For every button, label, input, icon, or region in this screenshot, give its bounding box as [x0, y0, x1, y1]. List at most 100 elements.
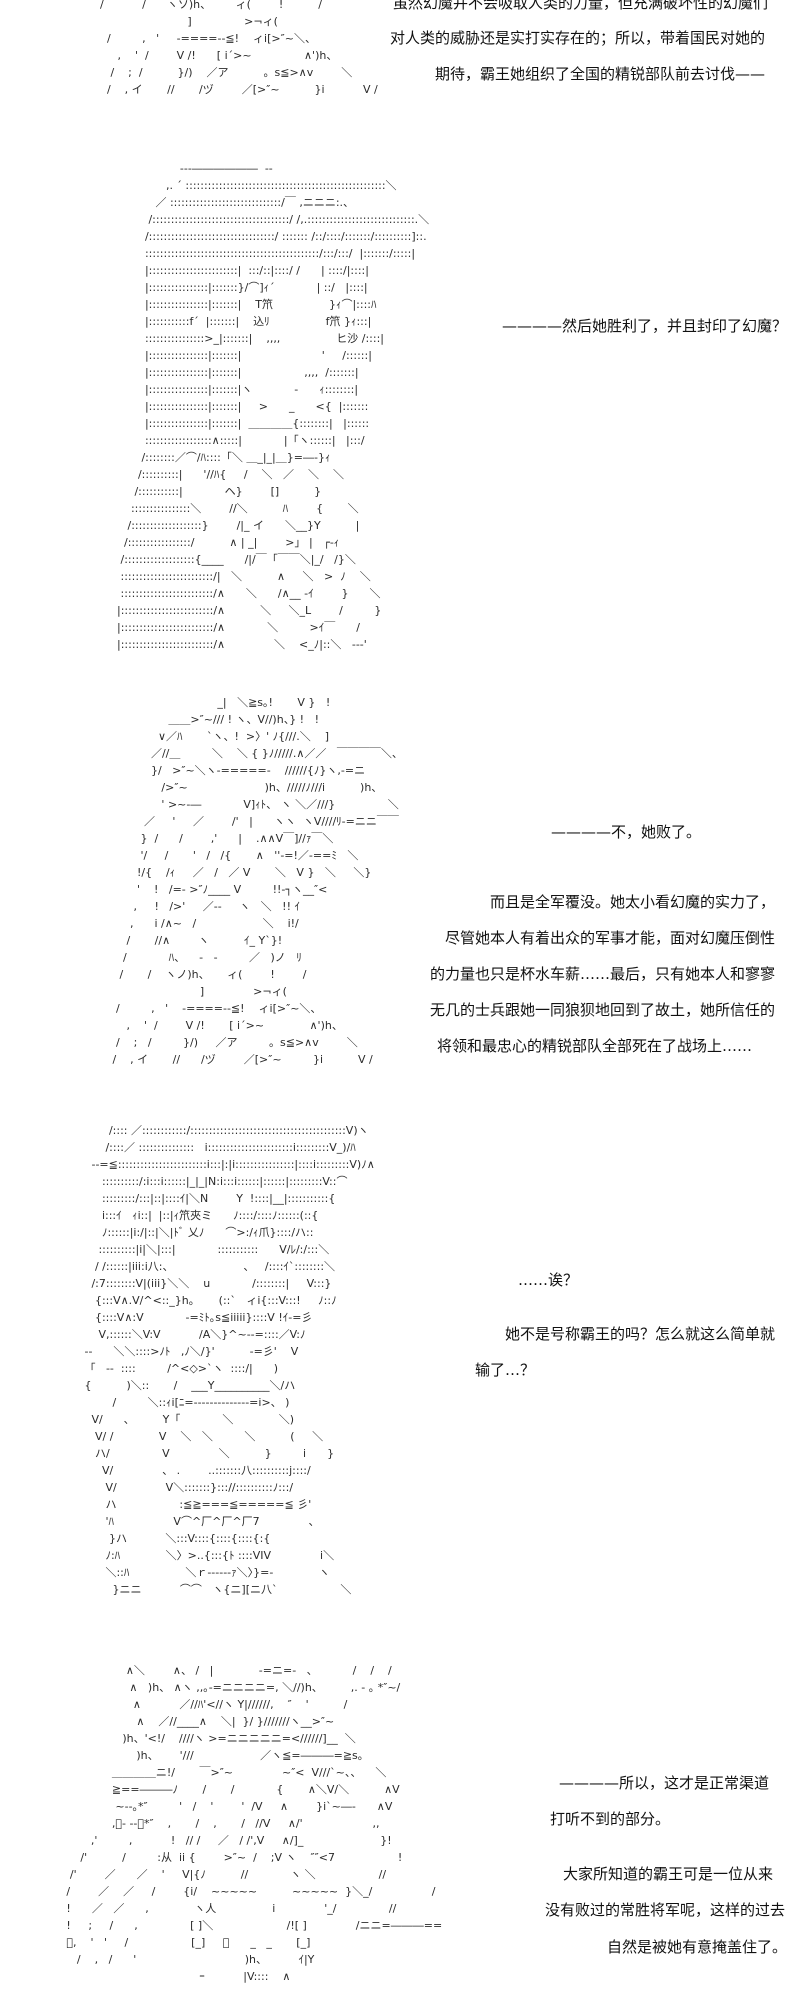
ascii-art-row: _| ＼≧s｡! V } ! [95, 696, 331, 709]
narration-line: ……诶？ [518, 1271, 579, 1289]
ascii-art-row: , ' / V /! [ i´>~ ∧')h、 [95, 1019, 343, 1032]
ascii-art-row: }ハ ＼:::V::::{::::{::::{:{ [60, 1532, 271, 1545]
ascii-art-row: ﾉ::::::|i:/|::|＼|ﾄﾞ 乂ﾉ ⌒>:/ｨ爪}::::/ハ:: [60, 1226, 314, 1239]
ascii-art-row: ::::::::::::::::＼ //＼ ﾊ { ＼ [110, 502, 359, 515]
ascii-art-row: ｰ |V:::: ∧ [0, 1970, 291, 1983]
ascii-art-row: / , / ' )h、 ｲ|Y [0, 1953, 315, 1966]
ascii-art-row: / , ' -====--≦! ィi[>″~＼、 [95, 1002, 322, 1015]
ascii-art-row: ' ! /=- >″ﾉ____ V !!-┐ヽ__″< [95, 883, 328, 896]
narration-line: 尽管她本人有着出众的军事才能，面对幻魔压倒性 [445, 929, 776, 947]
ascii-art-row: ハ :≦≧===≦=====≦ 彡' [60, 1498, 312, 1511]
ascii-art-row: /::::::::::| '//ﾊ{ / ＼ ／ ＼ ＼ [110, 468, 344, 481]
ascii-art-row: ＿＿＿＿ニ!/ ￣>″~ ~″< V///`~、、 ＼ [0, 1766, 387, 1779]
ascii-art-row: ,ﾞ‐ ‐‐｡*″ , / , / //V ∧/' ,, [0, 1817, 380, 1830]
ascii-art-row: / / ヽソ)h、 ィ( ! / [100, 0, 322, 11]
ascii-art-row: |:::::::::::::::::::::::::/∧ ＼ >ｲ￣ / [110, 621, 360, 634]
ascii-art-row: |::::::::::::::::::::::::| :::/::|::::/ … [110, 264, 369, 277]
ascii-art-row: /:::::::::::::::::::::::::::::::::::::/ … [110, 213, 430, 226]
ascii-art-row: / //∧ ヽ ｲ_ Y`}! [95, 934, 283, 947]
ascii-art-row: ~‐‐｡*″ ' / ' ' /V ∧ }i`~―- ∧V [0, 1800, 393, 1813]
narration-line: ————不，她败了。 [551, 823, 702, 841]
ascii-art-row: /:::::::::::::::::::} /|_ イ ＼__}Y | [110, 519, 360, 532]
ascii-art-row: ﾞ, ' ' / [_] ＼ _ _ [_] [0, 1936, 311, 1949]
ascii-art-row: /::::::::／⌒/ﾊ::::「＼ ＿_|_|＿}=―‐}ｨ [110, 451, 331, 464]
ascii-art-row: ≧==―――ﾉ / / { ∧＼V/＼ ∧V [0, 1783, 400, 1796]
narration-line: 期待，霸王她组织了全国的精锐部队前去讨伐—— [435, 65, 766, 83]
ascii-art-row: |::::::::::::::::|:::::::| ＿＿＿＿{::::::::… [110, 417, 370, 430]
ascii-art-row: ,. ´ :::::::::::::::::::::::::::::::::::… [110, 179, 397, 192]
ascii-art-row: :::::::::::::::::::::::::/| ＼ ∧ ＼ > ﾉ ＼ [110, 570, 371, 583]
ascii-art-row: V/ V＼:::::::}::://::::::::::ﾉ:::/ [60, 1481, 294, 1494]
ascii-art-row: -‐=≦::::::::::::::::::::::::i:::|:|i::::… [60, 1158, 375, 1171]
ascii-art-figure: ∧＼ ∧、 / | -=ニ=- 、 / / / ∧ )h、 ∧ヽ ,,｡-=ニニ… [0, 1662, 442, 1985]
narration-line: 自然是被她有意掩盖住了。 [607, 1938, 788, 1956]
ascii-art-row: }ニニ ⌒⌒ ヽ{ニ][ニ八` ＼ [60, 1583, 352, 1596]
ascii-art-row: ,' , ! // / ／ / /',V ∧/]_ }! [0, 1834, 392, 1847]
ascii-art-row: / /::::::|iii:i八:、 、 /::::ｲ`::::::::＼ [60, 1260, 336, 1273]
ascii-art-row: / / ヽノ)h、 ィ( ! / [95, 968, 307, 981]
ascii-art-row: /:::::::::::::::::::{____ /|/￣「￣￣＼|_/ /}… [110, 553, 356, 566]
ascii-art-row: 'ﾊ V⌒^厂^厂^厂7 、 [60, 1515, 320, 1528]
ascii-art-row: ::::::::::::::::>_|:::::::| ,,,, ヒ沙 /:::… [110, 332, 384, 345]
ascii-art-row: ／//＿ ＼ ＼ { }ﾉ/////.∧／／ ￣￣￣￣＼、 [95, 747, 403, 760]
ascii-art-row: , ' / V /! [ i´>~ ∧')h、 [100, 49, 338, 62]
narration-line: 而且是全军覆没。她太小看幻魔的实力了， [490, 893, 776, 911]
ascii-art-row: ∧＼ ∧、 / | -=ニ=- 、 / / / [0, 1664, 392, 1677]
ascii-art-row: ::::::::::|i|＼|:::| ::::::::::: V/ﾚ/:/::… [60, 1243, 330, 1256]
ascii-art-row: |::::::::::::::::|:::::::| ' /::::::| [110, 349, 372, 362]
ascii-art-row: -‐-―――――― ‐‐ [110, 162, 273, 175]
ascii-art-row: ] >¬ィ( [95, 985, 287, 998]
ascii-art-row: |:::::::::::::::::::::::::/∧ ＼ ＼_L / } [110, 604, 382, 617]
ascii-art-row: V/ / V ＼ ＼ ＼ ( ＼ [60, 1430, 324, 1443]
ascii-art-row: / ﾊ、 ‐ - ／ )ノ ﾘ [95, 951, 302, 964]
ascii-art-row: ＿＿>″~/// ! ヽ、V//)h、} ! ! [95, 713, 319, 726]
ascii-art-row: i:::ｲ ｨi::| |::|ｨ笊夾ミ ﾉ::::/::::ﾉ::::::(:… [60, 1209, 319, 1222]
ascii-art-row: |::::::::::::::::|:::::::|ヽ ‐ ｨ::::::::| [110, 383, 359, 396]
ascii-art-row: V/ 、 . ..:::::::八::::::::::j::::/ [60, 1464, 311, 1477]
ascii-art-row: ::::::::::::::::::∧:::::| |「ヽ::::::| |::… [110, 434, 365, 447]
ascii-art-row: ∧ ／//ﾊ'<//ヽ Y|//////, ″ ' / [0, 1698, 348, 1711]
ascii-art-figure: -‐-―――――― ‐‐ ,. ´ ::::::::::::::::::::::… [110, 160, 429, 653]
narration-line: 对人类的威胁还是实打实存在的；所以，带着国民对她的 [390, 29, 766, 47]
ascii-art-figure: /:::: ／::::::::::::/::::::::::::::::::::… [60, 1122, 375, 1598]
ascii-art-row: {::::V∧:V ‐=ﾐﾄ｡s≦iiiii}::::V !ｲ-=彡 [60, 1311, 313, 1324]
ascii-art-row: ＼::ﾊ ＼ｒ‐‐‐‐‐‐ｧ＼〉}=- ヽ [60, 1566, 330, 1579]
ascii-art-row: /:::::::::::::::::/ ∧ | _| >」 | ┌‐ｨ [110, 536, 340, 549]
ascii-art-row: / , ' -====--≦! ィi[>″~＼、 [100, 32, 316, 45]
ascii-art-row: !/{ /ｨ ／ / ／ V ＼ V } ＼ ＼} [95, 866, 372, 879]
ascii-art-row: ‐‐ ＼＼::::>ﾉﾄ ,ﾉ＼/}' -=彡' V [60, 1345, 299, 1358]
narration-line: 虽然幻魔并不会吸取人类的力量，但充满破坏性的幻魔们 [393, 0, 769, 12]
ascii-art-row: )h、 '/// ／ヽ≦=―――=≧s｡ [0, 1749, 364, 1762]
ascii-art-row: :::::::::/:::|::|::::ｲ|＼N Y !::::|__|:::… [60, 1192, 336, 1205]
ascii-art-row: />″~ )h、/////ﾉ///i )h、 [95, 781, 383, 794]
ascii-art-row: / , イ // /ヅ ／[>″~ }i V / [95, 1053, 373, 1066]
ascii-art-row: / ／ ／ / {i/ ~~~~~ ~~~~~ }＼_/ / [0, 1885, 436, 1898]
narration-line: ————然后她胜利了，并且封印了幻魔？ [502, 317, 788, 335]
ascii-art-row: |::::::::::::::::|:::::::| ,,,, /:::::::… [110, 366, 359, 379]
ascii-art-row: /:::: ／::::::::::::/::::::::::::::::::::… [60, 1124, 369, 1137]
narration-line: 输了…？ [475, 1361, 536, 1379]
ascii-art-row: ' >~‐― V]ｨﾄ、 ヽ ＼／///} ＼ [95, 798, 399, 811]
ascii-art-row: ∨／ﾊ `ヽ、! >〉' ﾉ{///.＼ ] [95, 730, 329, 743]
ascii-art-row: |:::::::::::::::::::::::::/∧ ＼ <_ﾉ|::＼ ‐… [110, 638, 367, 651]
ascii-art-row: ! ／ ／ , ヽ人 i '_/ // [0, 1902, 397, 1915]
ascii-art-row: )h、'<!/ ////ヽ >=ニニニニニ=<//////]__ ＼ [0, 1732, 356, 1745]
ascii-art-row: :::::::::::::::::::::::::/∧ ＼ /∧__ -ｲ } … [110, 587, 381, 600]
ascii-art-row: / , イ // /ヅ ／[>″~ }i V / [100, 83, 378, 96]
ascii-art-row: /' ／ ／ ' V|{ﾉ // ヽ ＼ // [0, 1868, 387, 1881]
ascii-art-row: / ; / }/) ／ア 。s≦>∧v ＼ [100, 66, 353, 79]
ascii-art-row: ／ ' ／ /' | ヽヽ ヽV////ﾘ-=ニニ￣￣ [95, 815, 399, 828]
ascii-art-row: ／ ::::::::::::::::::::::::::::::/￣ ,ニニニ:… [110, 196, 355, 209]
ascii-art-row: /' / :从 ii { >″~ / ;V ヽ ″″<7 ! [0, 1851, 403, 1864]
narration-line: 她不是号称霸王的吗？怎么就这么简单就 [505, 1325, 776, 1343]
narration-line: 打听不到的部分。 [550, 1810, 671, 1828]
ascii-art-figure: / / ヽソ)h、 ィ( ! / ] >¬ィ( / , ' -====--≦! … [100, 0, 378, 98]
ascii-art-row: / ＼::ｨi[ﾆ=‐‐‐‐‐‐‐‐‐‐‐‐‐‐=i>、 ) [60, 1396, 290, 1409]
ascii-art-row: / ; / }/) ／ア 。s≦>∧v ＼ [95, 1036, 358, 1049]
ascii-art-row: ハ/ V ＼ } i } [60, 1447, 335, 1460]
ascii-art-row: '/ / ' / /{ ∧ ''-=!／-==ﾐ ＼ [95, 849, 359, 862]
ascii-art-row: ! ; / , [ ]＼ /![ ] /ニニ=―――== [0, 1919, 443, 1932]
ascii-art-row: }/ >″~＼ヽ-=====- //////{ﾉ}ヽ,-=ニ [95, 764, 366, 777]
ascii-art-row: |::::::::::::::::|:::::::}/⌒]ｨ´ | ::/ |:… [110, 281, 368, 294]
ascii-art-row: V/ 、 Y「 ＼ ＼) [60, 1413, 295, 1426]
